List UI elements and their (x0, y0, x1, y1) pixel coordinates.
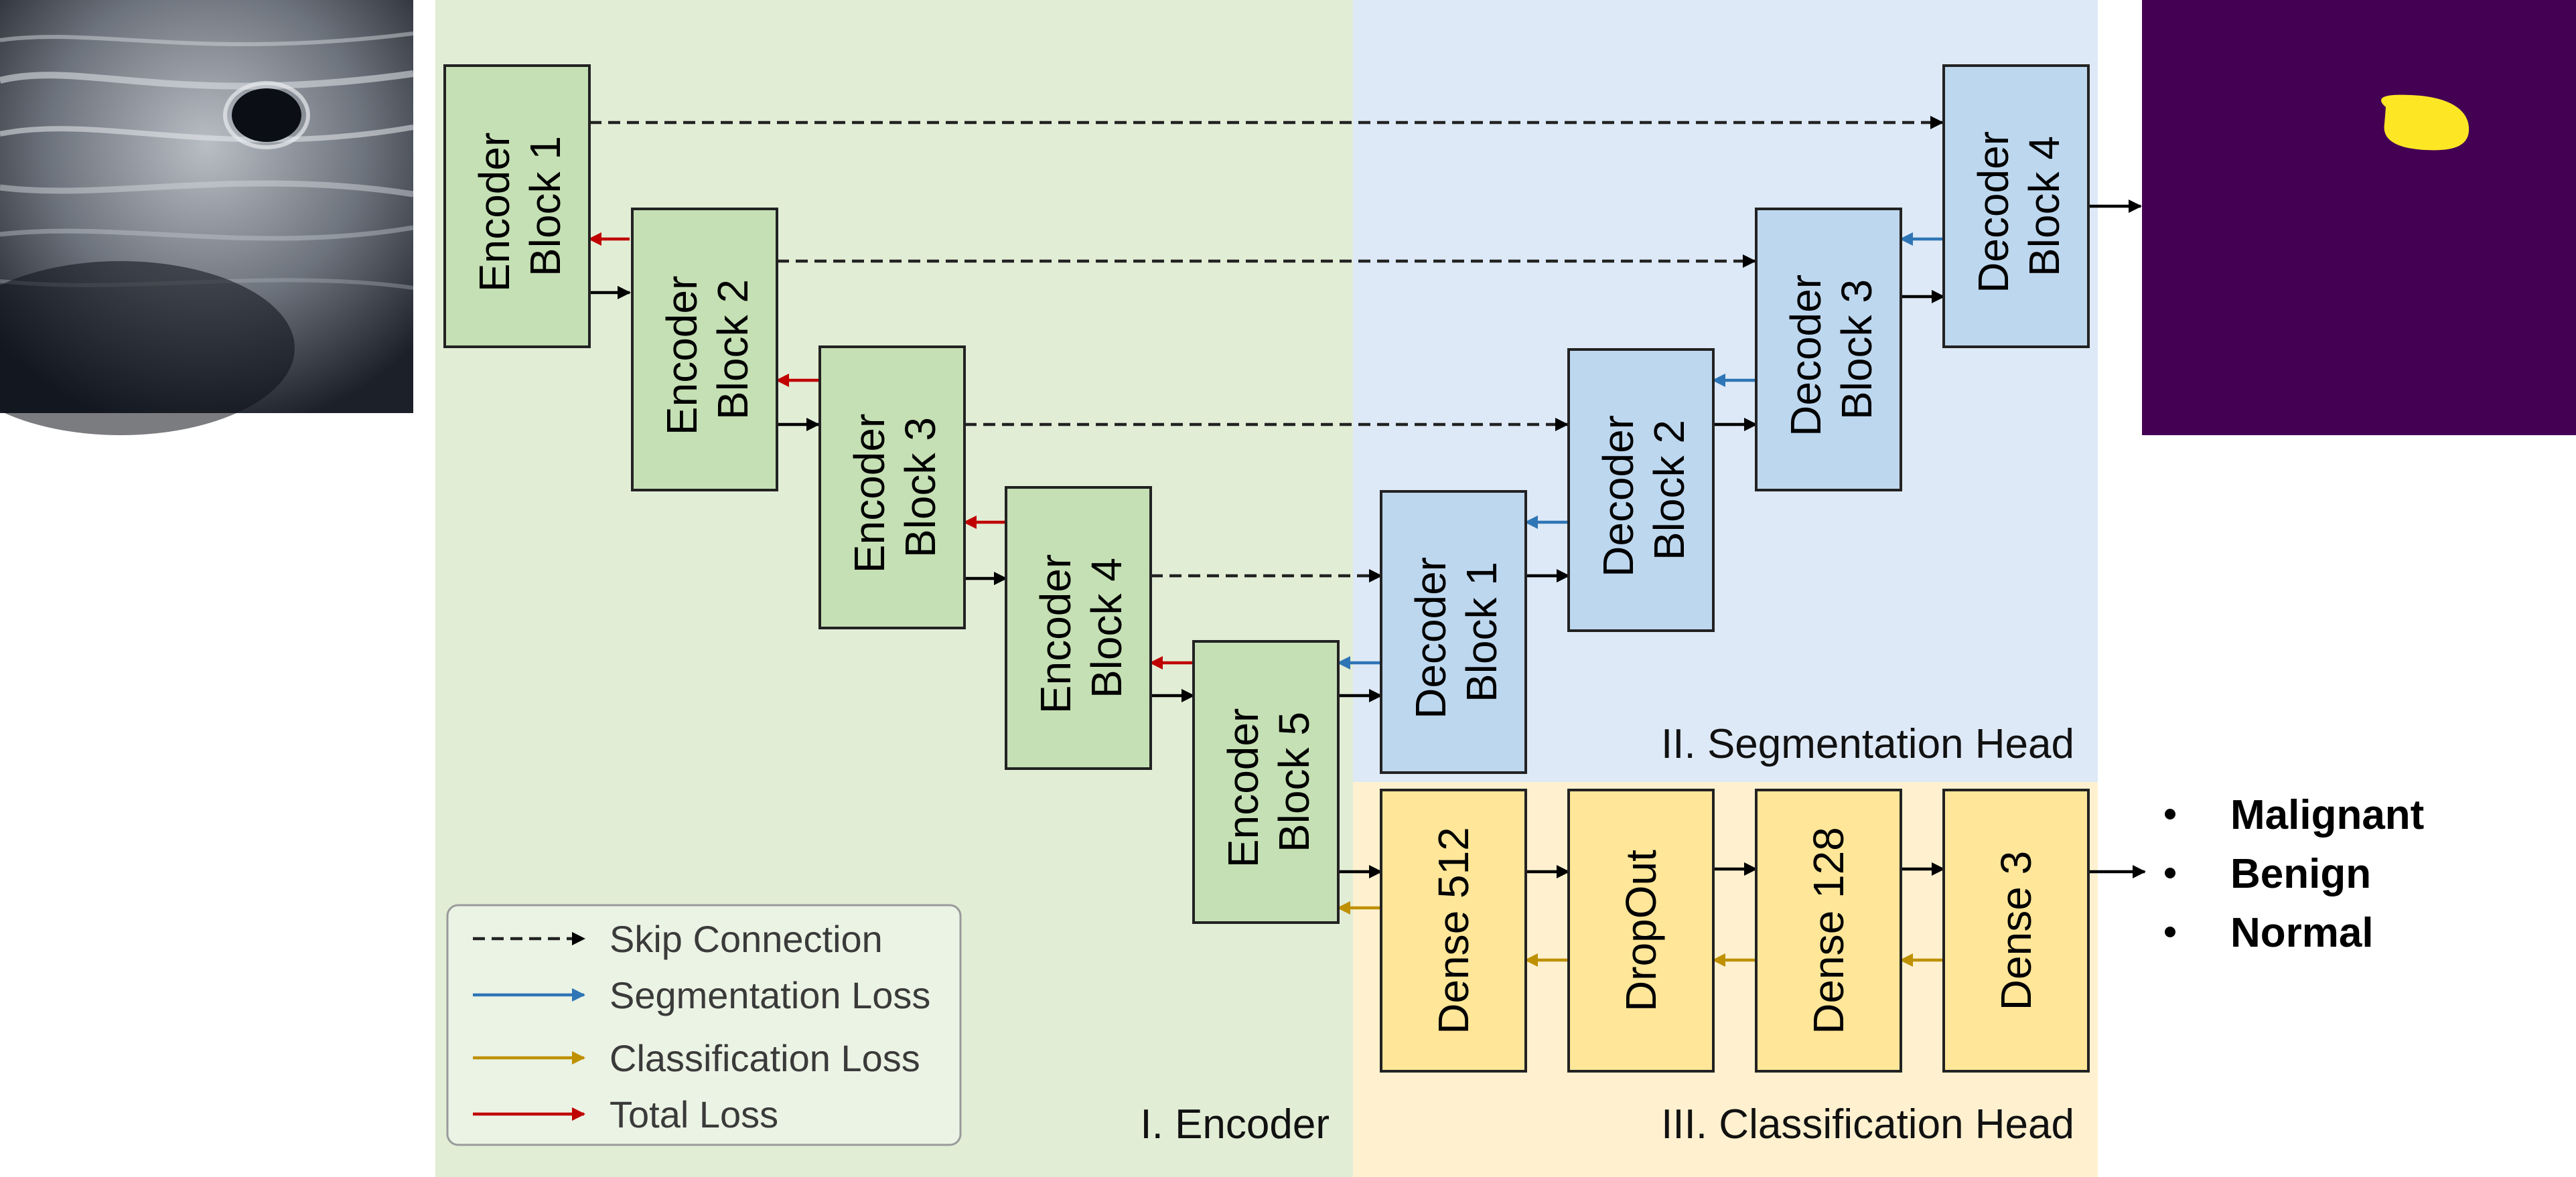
bullet-icon (2165, 868, 2175, 878)
encoder-block-4-line1: Encoder (1031, 554, 1080, 714)
decoder-block-3: Decoder Block 3 (1755, 208, 1902, 491)
decoder-block-1: Decoder Block 1 (1380, 490, 1527, 774)
dropout-label: DropOut (1617, 850, 1665, 1012)
legend-segmentation-label: Segmentation Loss (610, 974, 930, 1016)
legend-skip-label: Skip Connection (610, 918, 883, 960)
dense-3-block: Dense 3 (1942, 789, 2090, 1073)
decoder-block-2-line2: Block 2 (1645, 420, 1693, 560)
decoder-block-1-line2: Block 1 (1457, 562, 1506, 702)
encoder-block-1: Encoder Block 1 (443, 64, 591, 348)
dense-3-label: Dense 3 (1992, 851, 2040, 1010)
decoder-block-3-line2: Block 3 (1833, 279, 1881, 420)
output-classes: Malignant Benign Normal (2165, 792, 2424, 956)
breast-ultrasound-image (0, 0, 414, 435)
encoder-block-1-line2: Block 1 (521, 136, 569, 277)
encoder-block-3-line2: Block 3 (896, 417, 944, 558)
dense-512-block: Dense 512 (1380, 789, 1527, 1073)
classification-region-label: III. Classification Head (1661, 1101, 2074, 1148)
bullet-icon (2165, 809, 2175, 819)
decoder-block-4: Decoder Block 4 (1942, 64, 2090, 348)
bullet-icon (2165, 927, 2175, 937)
svg-text:Encoder Block 1: Encoder Block 1 (470, 121, 569, 292)
svg-text:Encoder Block 4: Encoder Block 4 (1031, 542, 1131, 714)
decoder-block-2-line1: Decoder (1594, 415, 1642, 577)
dense-128-label: Dense 128 (1804, 827, 1853, 1034)
legend-total-label: Total Loss (610, 1093, 778, 1135)
dense-128-block: Dense 128 (1755, 789, 1902, 1073)
encoder-block-2-line2: Block 2 (709, 279, 757, 420)
encoder-block-4-line2: Block 4 (1082, 558, 1131, 698)
decoder-block-2: Decoder Block 2 (1567, 348, 1715, 632)
class-label-normal: Normal (2230, 910, 2374, 956)
encoder-block-2: Encoder Block 2 (631, 208, 778, 491)
dense-512-label: Dense 512 (1429, 827, 1478, 1034)
total-loss-arrows (587, 232, 1194, 670)
class-label-malignant: Malignant (2230, 792, 2424, 838)
encoder-block-5: Encoder Block 5 (1192, 640, 1340, 924)
svg-text:Decoder Block 4: Decoder Block 4 (1969, 119, 2068, 293)
class-label-benign: Benign (2230, 851, 2371, 897)
svg-text:Encoder Block 3: Encoder Block 3 (845, 402, 944, 573)
encoder-block-5-line2: Block 5 (1270, 712, 1318, 852)
decoder-block-4-line1: Decoder (1969, 131, 2017, 293)
svg-text:Decoder Block 1: Decoder Block 1 (1407, 545, 1506, 719)
svg-text:Decoder Block 3: Decoder Block 3 (1782, 262, 1881, 437)
svg-text:Encoder Block 2: Encoder Block 2 (658, 264, 757, 435)
encoder-block-3-line1: Encoder (845, 414, 893, 573)
decoder-block-4-line2: Block 4 (2020, 136, 2068, 277)
encoder-block-1-line1: Encoder (470, 133, 518, 292)
encoder-block-2-line1: Encoder (658, 276, 706, 435)
forward-arrows (589, 199, 2147, 879)
dropout-block: DropOut (1567, 789, 1715, 1073)
classification-loss-arrows (1336, 900, 1944, 967)
svg-text:Encoder Block 5: Encoder Block 5 (1219, 696, 1318, 868)
segmentation-loss-arrows (1336, 232, 1944, 670)
encoder-block-4: Encoder Block 4 (1005, 486, 1152, 770)
segmentation-mask (2142, 0, 2576, 435)
segmentation-region-label: II. Segmentation Head (1661, 721, 2074, 767)
decoder-block-1-line1: Decoder (1407, 557, 1455, 719)
legend: Skip Connection Segmentation Loss Classi… (446, 904, 962, 1146)
legend-classification-label: Classification Loss (610, 1037, 920, 1079)
svg-text:Decoder Block 2: Decoder Block 2 (1594, 403, 1693, 577)
encoder-block-3: Encoder Block 3 (818, 345, 966, 629)
encoder-block-5-line1: Encoder (1219, 708, 1267, 868)
legend-box (446, 904, 962, 1146)
skip-connections (589, 115, 1944, 583)
decoder-block-3-line1: Decoder (1782, 274, 1830, 437)
encoder-region-label: I. Encoder (1140, 1101, 1330, 1148)
